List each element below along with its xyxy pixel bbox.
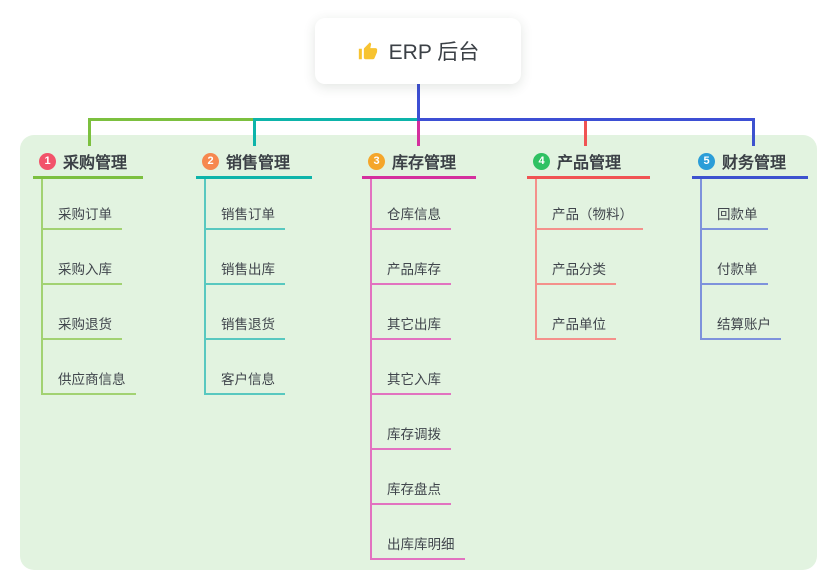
child-label: 供应商信息 bbox=[58, 372, 126, 387]
branch-child-node[interactable]: 产品单位 bbox=[535, 314, 616, 340]
bus-line bbox=[253, 118, 419, 121]
branch-title-node[interactable]: 3 库存管理 bbox=[362, 146, 476, 179]
root-drop-line bbox=[417, 84, 420, 118]
branch-child-node[interactable]: 客户信息 bbox=[204, 369, 285, 395]
child-label: 结算账户 bbox=[717, 317, 771, 332]
branch-number-badge: 1 bbox=[39, 152, 56, 170]
branch-title-label: 库存管理 bbox=[392, 155, 457, 172]
branch-child-node[interactable]: 出库库明细 bbox=[370, 534, 465, 560]
branch-number-badge: 4 bbox=[533, 152, 550, 170]
branch-child-node[interactable]: 销售订单 bbox=[204, 204, 285, 230]
branch-child-node[interactable]: 采购订单 bbox=[41, 204, 122, 230]
branch-number-badge: 2 bbox=[202, 152, 219, 170]
child-label: 产品单位 bbox=[552, 317, 606, 332]
root-node[interactable]: ERP 后台 bbox=[315, 18, 521, 84]
branch-title-label: 产品管理 bbox=[557, 155, 622, 172]
branch-child-node[interactable]: 产品分类 bbox=[535, 259, 616, 285]
branch-child-node[interactable]: 产品（物料） bbox=[535, 204, 643, 230]
child-label: 产品库存 bbox=[387, 262, 441, 277]
child-label: 库存调拨 bbox=[387, 427, 441, 442]
branch-child-node[interactable]: 其它出库 bbox=[370, 314, 451, 340]
branch-number-badge: 3 bbox=[368, 152, 385, 170]
child-label: 采购订单 bbox=[58, 207, 112, 222]
child-label: 产品分类 bbox=[552, 262, 606, 277]
branch-child-node[interactable]: 销售出库 bbox=[204, 259, 285, 285]
branch-child-node[interactable]: 库存调拨 bbox=[370, 424, 451, 450]
branch-title-node[interactable]: 2 销售管理 bbox=[196, 146, 312, 179]
branch-drop-line bbox=[417, 121, 420, 146]
child-label: 销售退货 bbox=[221, 317, 275, 332]
branch-child-node[interactable]: 结算账户 bbox=[700, 314, 781, 340]
branch-trunk-line bbox=[41, 179, 43, 395]
branch-child-node[interactable]: 采购退货 bbox=[41, 314, 122, 340]
branch-title-label: 财务管理 bbox=[722, 155, 787, 172]
branch-child-node[interactable]: 库存盘点 bbox=[370, 479, 451, 505]
child-label: 回款单 bbox=[717, 207, 758, 222]
bus-line bbox=[88, 118, 254, 121]
branch-child-node[interactable]: 供应商信息 bbox=[41, 369, 136, 395]
branches-panel bbox=[20, 135, 817, 570]
child-label: 其它入库 bbox=[387, 372, 441, 387]
branch-drop-line bbox=[88, 121, 91, 146]
child-label: 付款单 bbox=[717, 262, 758, 277]
branch-trunk-line bbox=[204, 179, 206, 395]
branch-number-badge: 5 bbox=[698, 152, 715, 170]
branch-title-node[interactable]: 4 产品管理 bbox=[527, 146, 650, 179]
branch-drop-line bbox=[752, 121, 755, 146]
branch-child-node[interactable]: 产品库存 bbox=[370, 259, 451, 285]
child-label: 客户信息 bbox=[221, 372, 275, 387]
branch-title-node[interactable]: 5 财务管理 bbox=[692, 146, 808, 179]
child-label: 仓库信息 bbox=[387, 207, 441, 222]
branch-child-node[interactable]: 付款单 bbox=[700, 259, 768, 285]
child-label: 出库库明细 bbox=[387, 537, 455, 552]
branch-trunk-line bbox=[535, 179, 537, 340]
branch-child-node[interactable]: 回款单 bbox=[700, 204, 768, 230]
child-label: 销售出库 bbox=[221, 262, 275, 277]
child-label: 库存盘点 bbox=[387, 482, 441, 497]
thumbs-up-icon bbox=[358, 42, 377, 60]
child-label: 采购入库 bbox=[58, 262, 112, 277]
branch-child-node[interactable]: 采购入库 bbox=[41, 259, 122, 285]
child-label: 采购退货 bbox=[58, 317, 112, 332]
branch-trunk-line bbox=[370, 179, 372, 560]
bus-line bbox=[417, 118, 755, 121]
branch-child-node[interactable]: 仓库信息 bbox=[370, 204, 451, 230]
branch-child-node[interactable]: 其它入库 bbox=[370, 369, 451, 395]
child-label: 产品（物料） bbox=[552, 207, 633, 222]
branch-title-node[interactable]: 1 采购管理 bbox=[33, 146, 143, 179]
branch-drop-line bbox=[253, 121, 256, 146]
branch-title-label: 销售管理 bbox=[226, 155, 291, 172]
branch-drop-line bbox=[584, 121, 587, 146]
root-label: ERP 后台 bbox=[388, 41, 480, 64]
child-label: 销售订单 bbox=[221, 207, 275, 222]
child-label: 其它出库 bbox=[387, 317, 441, 332]
branch-title-label: 采购管理 bbox=[63, 155, 128, 172]
branch-child-node[interactable]: 销售退货 bbox=[204, 314, 285, 340]
branch-trunk-line bbox=[700, 179, 702, 340]
